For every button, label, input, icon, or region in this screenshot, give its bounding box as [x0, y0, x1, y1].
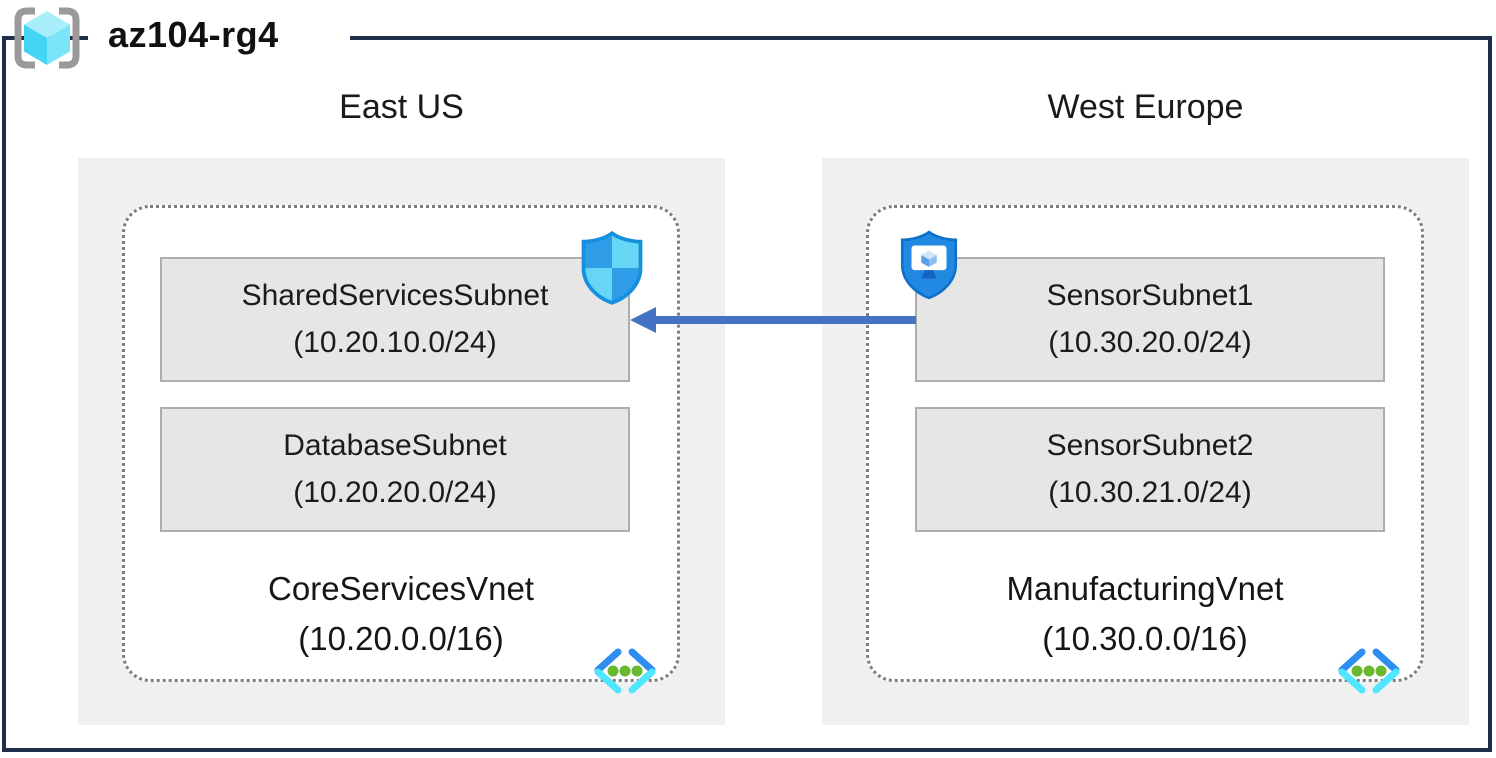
vnet-cidr: (10.30.0.0/16) [1042, 619, 1248, 657]
subnet-name: SensorSubnet2 [1046, 429, 1254, 462]
region-label-east-us: East US [339, 88, 464, 126]
subnet-sharedservicessubnet: SharedServicesSubnet (10.20.10.0/24) [160, 257, 630, 382]
vnet-name: CoreServicesVnet [268, 570, 534, 607]
resource-group-icon [14, 7, 80, 69]
bracket-right [59, 7, 80, 69]
subnet-cidr: (10.20.10.0/24) [293, 325, 497, 359]
subnet-sensorsubnet1: SensorSubnet1 (10.30.20.0/24) [915, 257, 1385, 382]
subnet-cidr: (10.20.20.0/24) [293, 475, 497, 509]
cube-on-screen [921, 250, 937, 268]
vnet-label-manufacturingvnet: ManufacturingVnet (10.30.0.0/16) [866, 564, 1424, 663]
vnet-cidr: (10.20.0.0/16) [298, 619, 504, 657]
defender-shield-icon [581, 230, 643, 305]
cube-icon [24, 11, 70, 65]
vnet-label-coreservicesvnet: CoreServicesVnet (10.20.0.0/16) [122, 564, 680, 663]
subnet-name: SharedServicesSubnet [241, 279, 549, 312]
vnet-name: ManufacturingVnet [1006, 570, 1284, 607]
bracket-left [14, 7, 35, 69]
subnet-name: SensorSubnet1 [1046, 279, 1254, 312]
subnet-name: DatabaseSubnet [283, 429, 507, 462]
monitor-stand [921, 270, 937, 279]
virtual-network-icon [594, 648, 656, 694]
subnet-databasesubnet: DatabaseSubnet (10.20.20.0/24) [160, 407, 630, 532]
virtual-network-icon [1338, 648, 1400, 694]
subnet-cidr: (10.30.21.0/24) [1048, 475, 1252, 509]
subnet-sensorsubnet2: SensorSubnet2 (10.30.21.0/24) [915, 407, 1385, 532]
resource-group-title: az104-rg4 [102, 14, 285, 56]
subnet-cidr: (10.30.20.0/24) [1048, 325, 1252, 359]
region-label-west-europe: West Europe [1047, 88, 1244, 126]
monitor-shield-icon [900, 230, 958, 300]
resource-group-frame [2, 36, 1492, 752]
